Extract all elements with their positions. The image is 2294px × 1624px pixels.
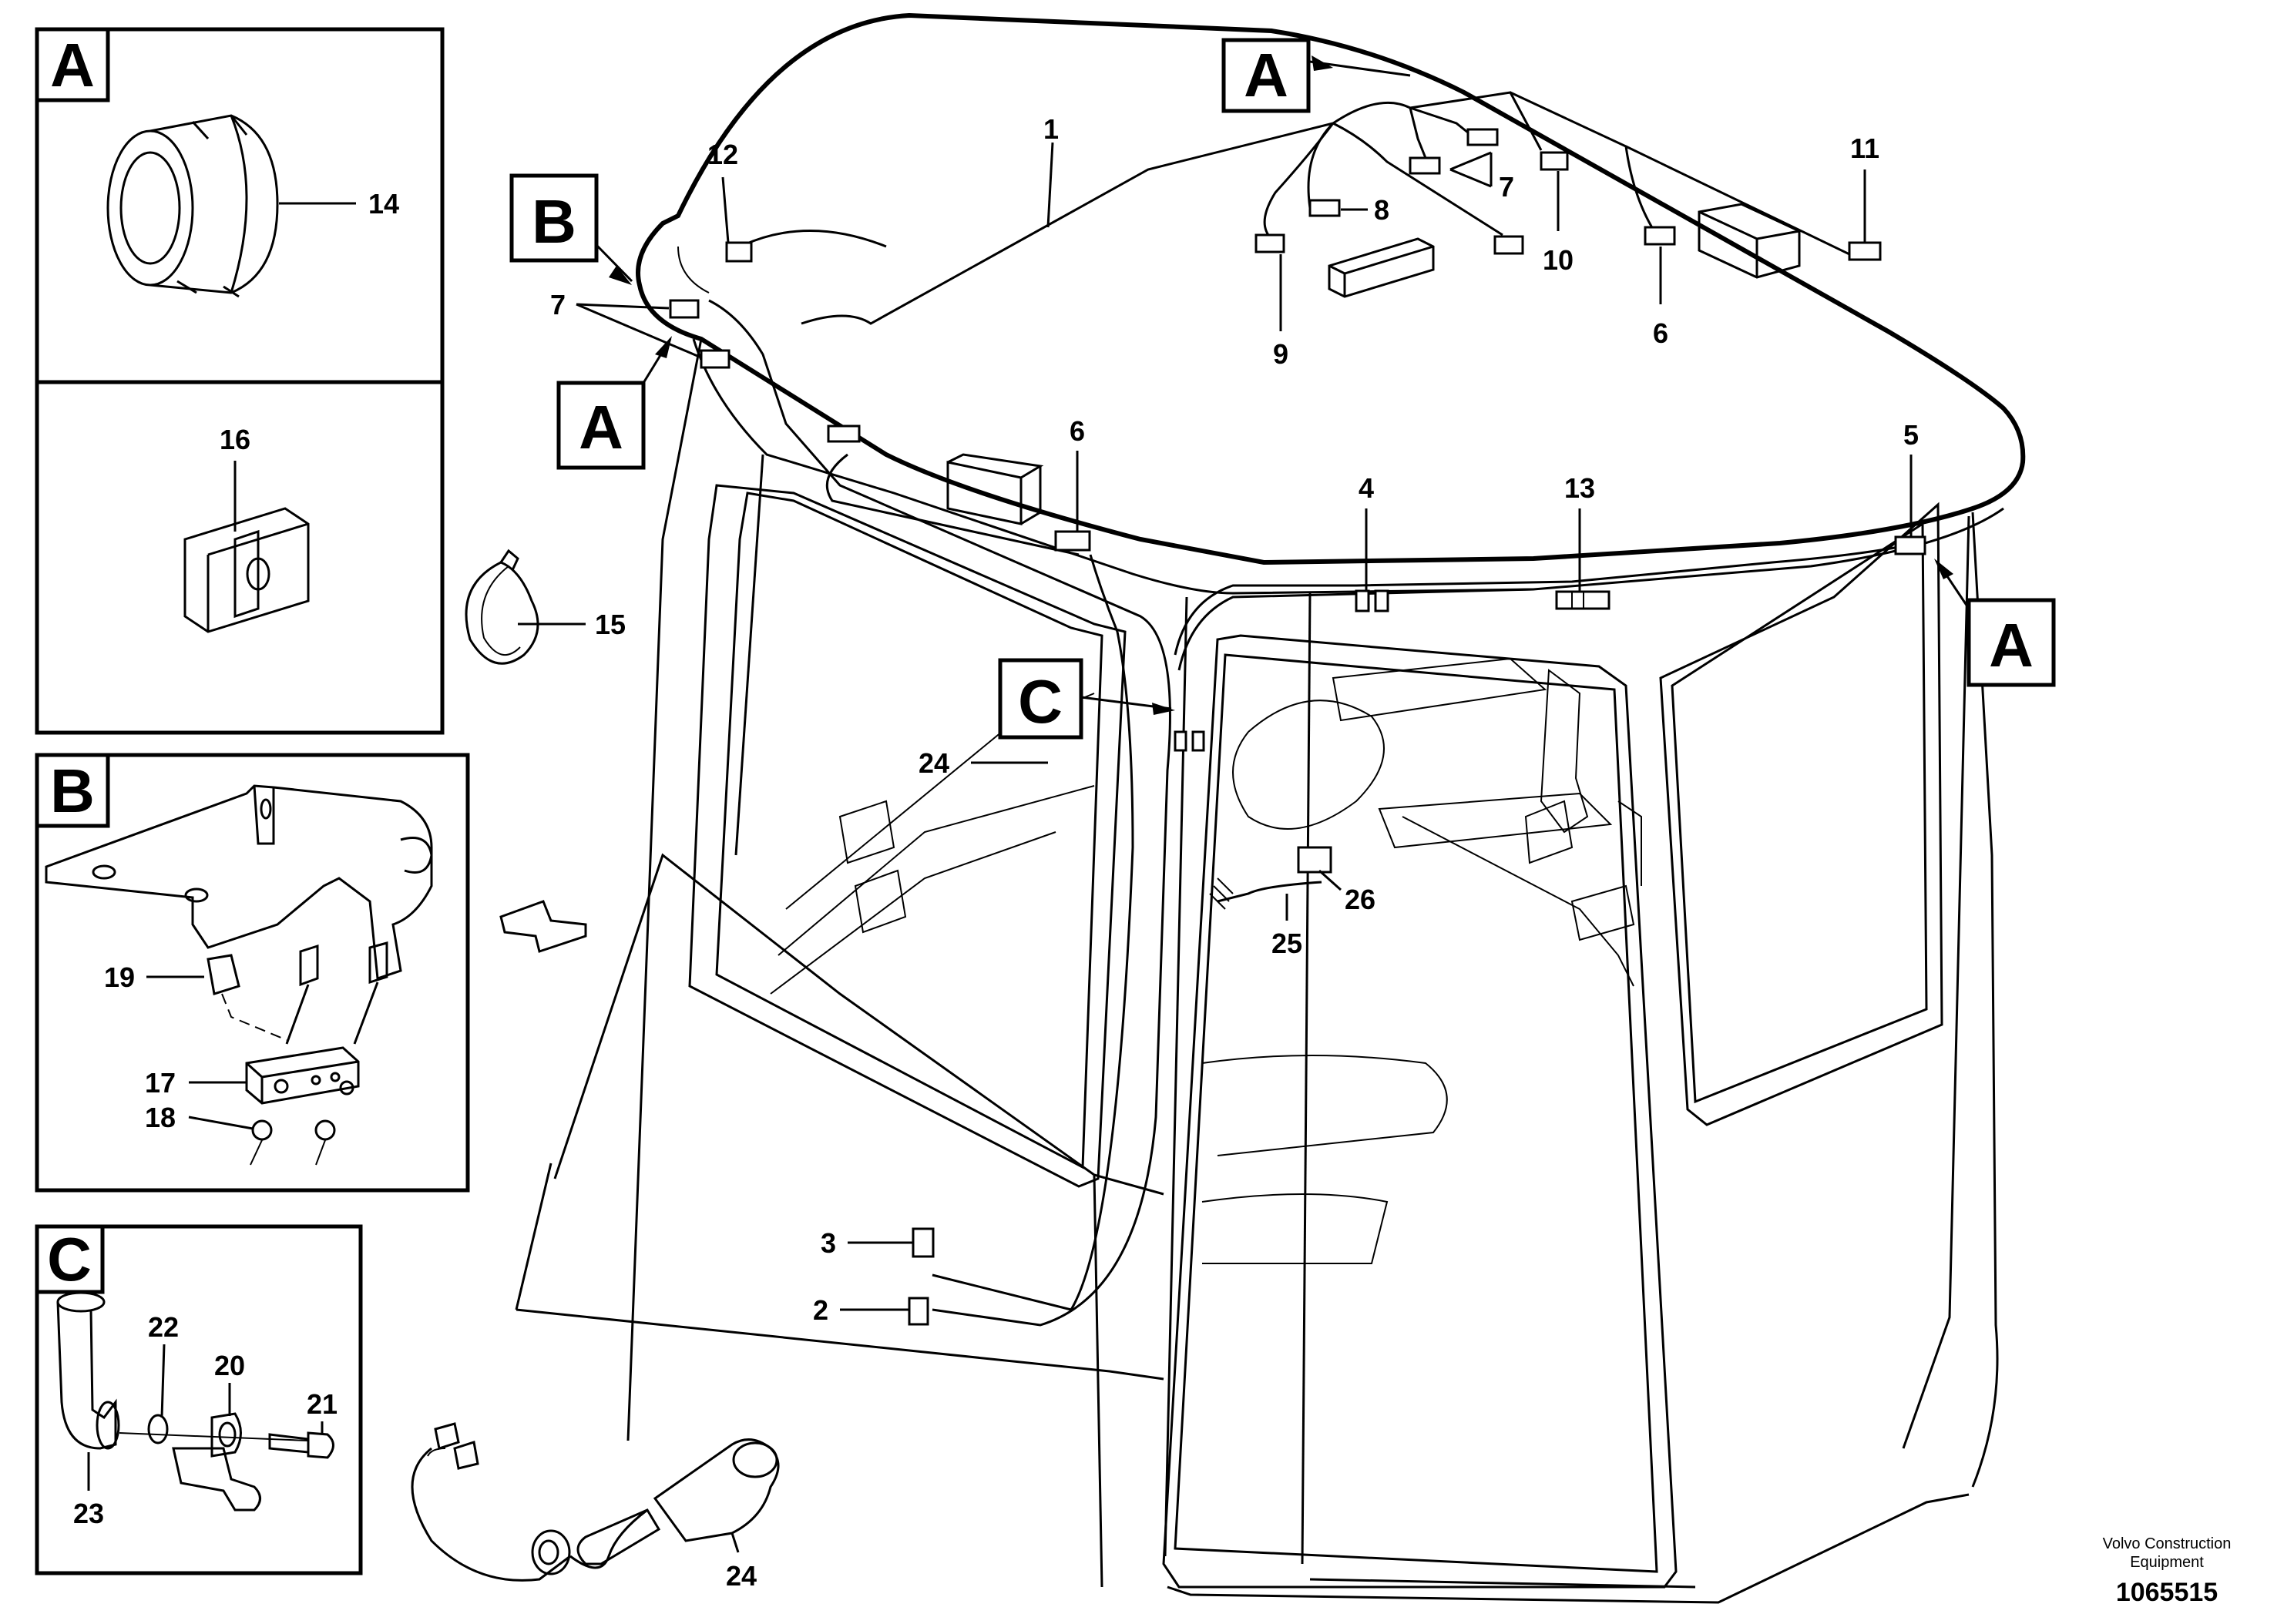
- panel-c-letter: C: [47, 1225, 92, 1293]
- label-26: 26: [1345, 884, 1375, 915]
- label-5: 5: [1903, 419, 1919, 451]
- label-3: 3: [821, 1227, 836, 1259]
- callout-c-mid-letter: C: [1018, 667, 1063, 736]
- label-7-right: 7: [1499, 171, 1514, 203]
- brand-line-2: Equipment: [2130, 1554, 2204, 1571]
- cable-tie-part-15: [465, 549, 539, 665]
- label-15: 15: [595, 609, 626, 640]
- label-1: 1: [1043, 113, 1059, 145]
- label-22: 22: [148, 1311, 179, 1343]
- callout-a-right: A: [1934, 559, 2056, 687]
- label-9: 9: [1273, 338, 1288, 370]
- label-6-mid: 6: [1070, 415, 1085, 447]
- brand-line-1: Volvo Construction: [2103, 1535, 2232, 1552]
- label-7-left: 7: [550, 289, 566, 320]
- label-25: 25: [1271, 928, 1302, 959]
- wire-harness: [708, 91, 1920, 1327]
- callout-a-left-letter: A: [579, 393, 623, 461]
- panel-c-letter-box: [35, 1224, 105, 1294]
- relay-box-right: [1698, 203, 1801, 279]
- label-6-right: 6: [1653, 317, 1668, 349]
- nut-part-14: [106, 114, 279, 298]
- label-19: 19: [104, 961, 135, 993]
- lighter-socket-part-24: [411, 1422, 780, 1582]
- callout-a-top: A: [1221, 38, 1411, 113]
- callout-a-top-letter: A: [1244, 41, 1288, 109]
- connectors: [669, 128, 1926, 1326]
- label-21: 21: [307, 1388, 338, 1420]
- panel-a-letter: A: [50, 31, 95, 99]
- label-16: 16: [220, 424, 250, 455]
- callout-a-right-letter: A: [1989, 611, 2034, 679]
- detail-panel-c: C: [35, 1224, 363, 1575]
- label-13: 13: [1564, 472, 1595, 504]
- callout-c-mid: C: [998, 658, 1175, 740]
- panel-a-letter-box: [35, 27, 110, 102]
- label-12: 12: [707, 139, 738, 170]
- label-24-mid: 24: [919, 747, 949, 779]
- document-number: 1065515: [2116, 1578, 2218, 1607]
- callout-b-left-letter: B: [532, 187, 576, 256]
- panel-b-letter: B: [50, 757, 95, 825]
- detail-panel-a: A 14 16: [35, 27, 445, 735]
- label-2: 2: [813, 1294, 828, 1326]
- label-14: 14: [368, 188, 399, 220]
- relay-box-left: [946, 453, 1044, 525]
- label-17: 17: [145, 1067, 176, 1099]
- label-10: 10: [1543, 244, 1574, 276]
- footer: Volvo Construction Equipment 1065515: [2103, 1535, 2232, 1607]
- main-part-labels: 1 12 7 7 8 9 10 6 11 6 4 13 5 24 25: [550, 113, 1919, 1592]
- label-8: 8: [1374, 194, 1389, 226]
- callout-b-left: B: [509, 173, 633, 285]
- panel-b-letter-box: [35, 753, 110, 828]
- detail-panel-b: B: [35, 753, 470, 1193]
- label-20: 20: [214, 1350, 245, 1381]
- label-11: 11: [1850, 133, 1879, 164]
- clip-part-16: [183, 507, 310, 633]
- callout-a-left: A: [556, 336, 672, 470]
- label-24-bottom: 24: [726, 1560, 757, 1592]
- relay-box-mid: [1328, 237, 1435, 298]
- label-23: 23: [73, 1498, 104, 1529]
- label-18: 18: [145, 1102, 176, 1133]
- label-4: 4: [1359, 472, 1374, 504]
- cab-body: [499, 12, 2026, 1604]
